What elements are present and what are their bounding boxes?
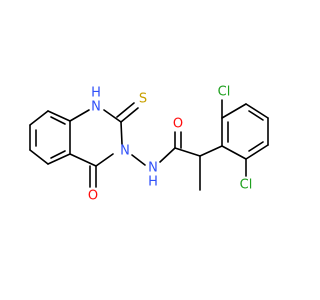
atom-n3-label: N (120, 144, 130, 159)
atom-amide-n-label: N (148, 161, 158, 176)
benzo-ring (29, 110, 71, 165)
amide-linker (131, 131, 223, 191)
molecule-structure: N H S N O N H O Cl Cl (29, 85, 269, 204)
atom-amide-h-label: H (148, 175, 158, 190)
pyrimidinone-ring (69, 102, 139, 188)
atom-cl-top-label: Cl (218, 85, 231, 100)
atom-s-label: S (139, 92, 147, 107)
atom-n1-label: N (91, 100, 101, 115)
atom-o4-label: O (88, 189, 98, 204)
atom-h1-label: H (91, 86, 101, 101)
atom-cl-bottom-label: Cl (240, 178, 253, 193)
atom-amide-o-label: O (173, 117, 183, 132)
dichlorophenyl-ring (221, 99, 269, 177)
